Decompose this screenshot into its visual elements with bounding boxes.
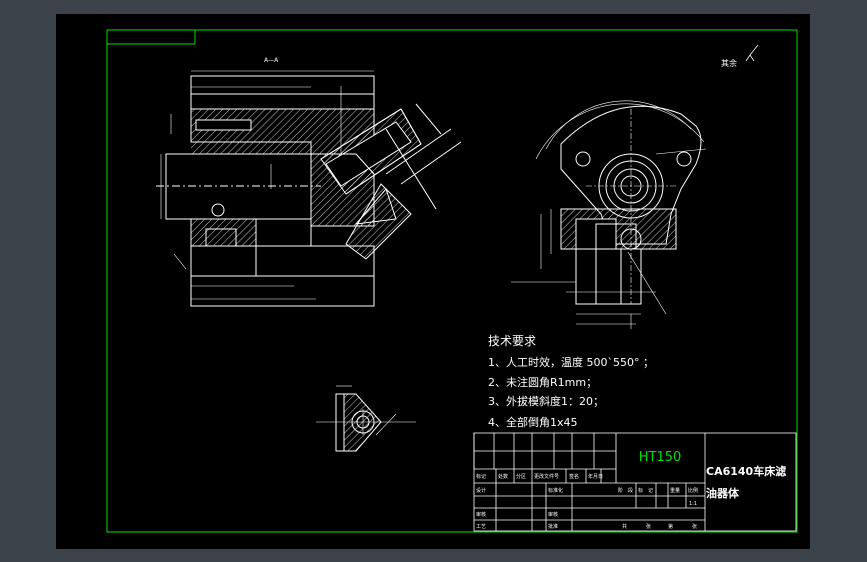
detail-view bbox=[316, 385, 416, 452]
sheet-label-1: 共 bbox=[622, 523, 627, 530]
scale-label: 比例 bbox=[688, 487, 698, 494]
section-hatch-mid bbox=[191, 142, 311, 154]
row-header-count: 处数 bbox=[498, 473, 508, 480]
weight-label: 重量 bbox=[670, 487, 680, 494]
drawing-svg: A—A bbox=[106, 29, 798, 533]
flange-outline bbox=[560, 105, 702, 245]
outer-border bbox=[106, 29, 798, 533]
part-name-line1: CA6140车床滤 bbox=[706, 464, 786, 478]
stage-label-3: 标 bbox=[638, 487, 643, 494]
craft-label: 工艺 bbox=[476, 524, 486, 530]
section-view: A—A bbox=[156, 57, 462, 307]
title-block bbox=[473, 432, 797, 532]
material-label: HT150 bbox=[639, 450, 682, 465]
top-left-label-box bbox=[106, 29, 196, 45]
row-header-mark: 标记 bbox=[476, 473, 486, 480]
sheet-label-4: 张 bbox=[692, 523, 697, 530]
approve-label: 批准 bbox=[548, 523, 558, 530]
part-name-line2: 油器体 bbox=[706, 486, 740, 500]
bolt-hole-right bbox=[676, 151, 692, 167]
side-view bbox=[511, 100, 707, 329]
scale-value: 1:1 bbox=[689, 501, 697, 507]
tech-req-item-2: 2、未注圆角R1mm； bbox=[488, 375, 597, 389]
title-block-text: HT150 CA6140车床滤 油器体 标记 处数 分区 更改文件号 签名 年月… bbox=[476, 450, 786, 530]
sheet-label-2: 张 bbox=[646, 523, 651, 530]
row-header-change-doc: 更改文件号 bbox=[534, 473, 559, 480]
technical-requirements: 技术要求 1、人工时效，温度 500`550° ； 2、未注圆角R1mm； 3、… bbox=[488, 334, 654, 429]
audit-label: 审核 bbox=[548, 511, 558, 518]
tech-req-item-1: 1、人工时效，温度 500`550° ； bbox=[488, 355, 654, 369]
roughness-note: 其余 bbox=[721, 44, 759, 68]
stage-label-1: 阶 bbox=[618, 487, 623, 494]
tech-req-title: 技术要求 bbox=[488, 334, 536, 348]
row-header-date: 年月日 bbox=[588, 473, 603, 480]
stage-label-4: 记 bbox=[648, 487, 653, 494]
design-label: 设计 bbox=[476, 487, 486, 494]
roughness-note-text: 其余 bbox=[721, 58, 737, 68]
tech-req-item-3: 3、外拔模斜度1：20； bbox=[488, 394, 604, 408]
bolt-hole-left bbox=[575, 151, 591, 167]
section-label: A—A bbox=[264, 57, 279, 64]
drawing-canvas[interactable]: A—A bbox=[56, 14, 810, 549]
row-header-zone: 分区 bbox=[516, 473, 526, 480]
sheet-label-3: 第 bbox=[668, 523, 673, 530]
row-header-sign: 签名 bbox=[569, 473, 579, 480]
stage-label-2: 段 bbox=[628, 487, 633, 494]
standardize-label: 标准化 bbox=[548, 487, 563, 494]
review-label: 审核 bbox=[476, 511, 486, 518]
section-hatch-lower bbox=[190, 218, 257, 247]
tech-req-item-4: 4、全部倒角1x45 bbox=[488, 415, 578, 429]
